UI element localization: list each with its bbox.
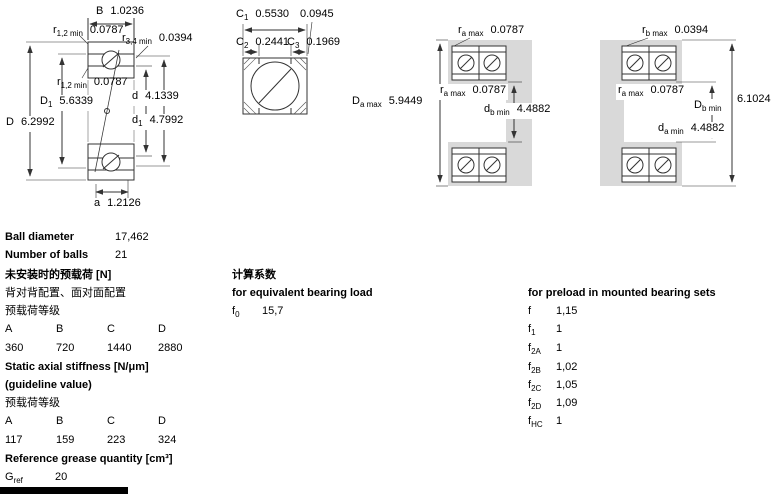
- stiffness-heading: Static axial stiffness [N/μm]: [5, 361, 149, 373]
- stiffness-class-label: 预载荷等级: [5, 397, 60, 409]
- calc-heading: 计算系数: [232, 269, 276, 281]
- preload-config: 背对背配置、面对面配置: [5, 287, 126, 299]
- dim-Db-min-value: 6.1024: [737, 93, 771, 105]
- bottom-bar: [0, 487, 128, 494]
- preload-factors-heading: for preload in mounted bearing sets: [528, 287, 716, 299]
- equiv-load-heading: for equivalent bearing load: [232, 287, 373, 299]
- grease-heading: Reference grease quantity [cm³]: [5, 453, 173, 465]
- technical-drawings: [26, 18, 736, 198]
- preload-heading: 未安装时的预载荷 [N]: [5, 269, 112, 281]
- dim-r-0945: 0.0945: [300, 8, 334, 20]
- preload-class-label: 预载荷等级: [5, 305, 60, 317]
- dim-Db-min-symbol: Db min: [692, 99, 724, 116]
- stiffness-note: (guideline value): [5, 379, 92, 391]
